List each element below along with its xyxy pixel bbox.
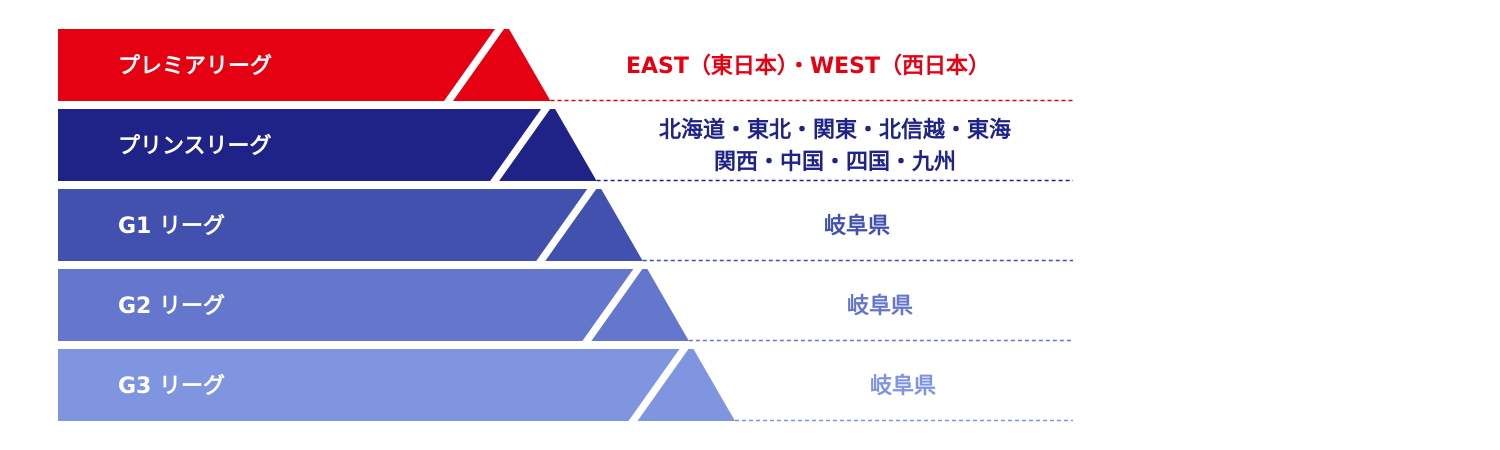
- tier-region-text: EAST（東日本）・WEST（西日本）: [626, 54, 990, 79]
- tier-label: G3 リーグ: [118, 373, 225, 399]
- tier-region-text: 北海道・東北・関東・北信越・東海: [659, 117, 1011, 143]
- tier-4: G2 リーグ 岐阜県: [58, 269, 1073, 342]
- tier-divider: [536, 189, 597, 261]
- tier-band: [58, 29, 551, 101]
- tier-divider: [490, 109, 551, 181]
- tier-label: G1 リーグ: [118, 213, 225, 239]
- tier-1: プレミアリーグ EAST（東日本）・WEST（西日本）: [58, 29, 1073, 102]
- tier-region-text: 岐阜県: [824, 213, 890, 239]
- tier-3: G1 リーグ 岐阜県: [58, 189, 1073, 262]
- tier-band: [58, 349, 735, 421]
- tier-band: [58, 269, 689, 341]
- tier-divider: [582, 269, 643, 341]
- tier-5: G3 リーグ 岐阜県: [58, 349, 1073, 422]
- tier-divider: [628, 349, 689, 421]
- tier-region-text: 岐阜県: [870, 373, 936, 399]
- tier-label: プリンスリーグ: [118, 133, 272, 159]
- tier-region-text: 関西・中国・四国・九州: [714, 150, 956, 175]
- tier-region-text: 岐阜県: [847, 293, 913, 319]
- tier-band: [58, 189, 643, 261]
- tier-label: G2 リーグ: [118, 293, 225, 319]
- tier-band: [58, 109, 597, 181]
- tier-label: プレミアリーグ: [118, 53, 272, 79]
- tier-divider: [444, 29, 504, 101]
